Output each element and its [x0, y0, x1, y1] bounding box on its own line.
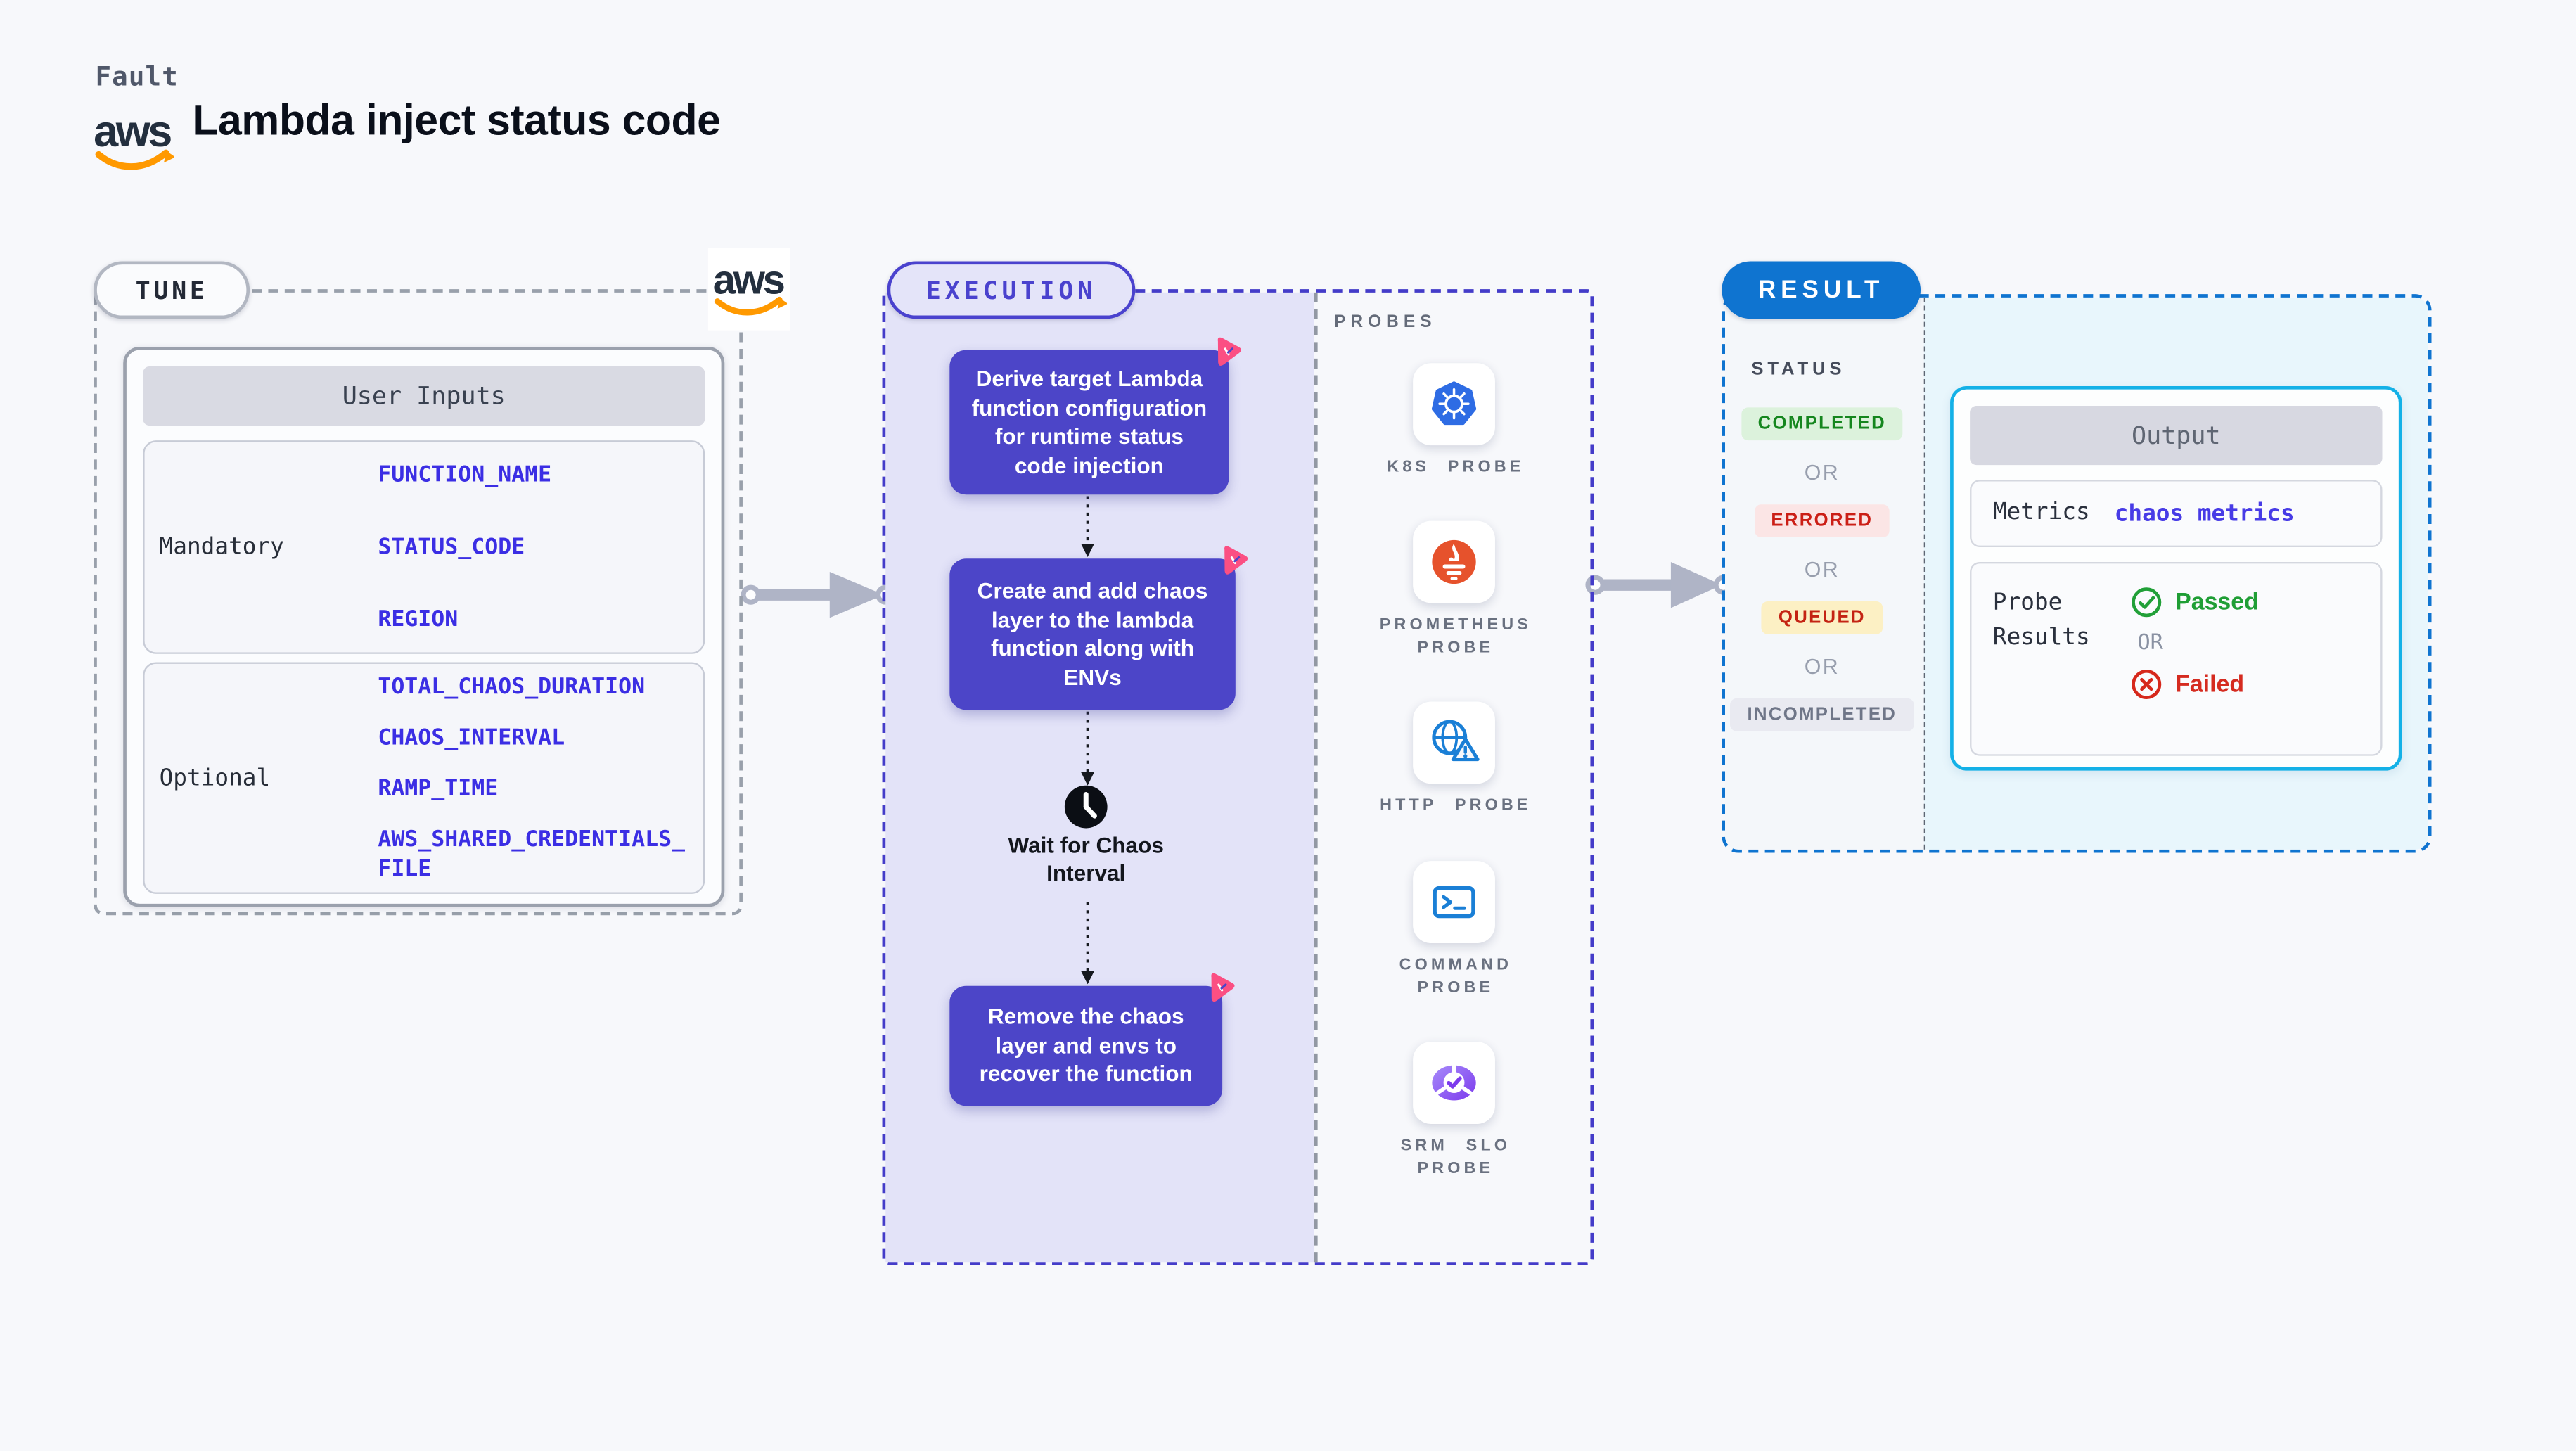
passed-label: Passed [2175, 589, 2259, 615]
tune-section-outline [94, 289, 743, 916]
param: STATUS_CODE [378, 534, 525, 561]
litmus-chaos-icon [1217, 337, 1241, 366]
arrow-right-icon [741, 571, 896, 618]
arrow-right-icon [1585, 561, 1734, 608]
or-separator: OR [2137, 631, 2163, 656]
output-panel: Output Metrics chaos metrics Probe Resul… [1950, 386, 2402, 771]
probe-label: K8S PROBE [1387, 458, 1525, 477]
probe-label: PROMETHEUS PROBE [1379, 616, 1532, 658]
probe-results-values: Passed OR Failed [2115, 587, 2259, 754]
param: FUNCTION_NAME [378, 461, 552, 488]
probes-column-label: PROBES [1333, 312, 1437, 332]
probes-divider [1314, 292, 1318, 1263]
metrics-row: Metrics chaos metrics [1970, 480, 2383, 547]
probe-results-row: Probe Results Passed OR Faile [1970, 561, 2383, 756]
dotted-arrow-down-icon [1081, 711, 1094, 786]
mandatory-row: Mandatory FUNCTION_NAME STATUS_CODE REGI… [143, 440, 705, 654]
metrics-value: chaos metrics [2114, 500, 2295, 527]
optional-label: Optional [159, 765, 271, 791]
probe-card [1413, 701, 1495, 784]
http-globe-warning-icon [1432, 720, 1480, 762]
slo-donut-check-icon [1432, 1064, 1476, 1101]
probe-results-label: Probe Results [1992, 589, 2090, 651]
step-derive-config: Derive target Lambda function configurat… [949, 337, 1241, 495]
prometheus-icon [1432, 539, 1476, 584]
status-badge-queued: QUEUED [1762, 601, 1883, 634]
result-divider [1923, 297, 1926, 850]
probe-label: HTTP PROBE [1380, 797, 1532, 815]
dotted-arrow-down-icon [1081, 496, 1094, 557]
mandatory-label: Mandatory [159, 534, 284, 561]
svg-text:aws: aws [94, 107, 171, 156]
check-circle-icon [2132, 587, 2162, 618]
svg-text:aws: aws [713, 257, 784, 303]
failed-line: Failed [2131, 669, 2259, 700]
step-text: Remove the chaos layer and envs to recov… [979, 1004, 1193, 1087]
user-inputs-header: User Inputs [143, 366, 705, 426]
aws-logo-badge: aws [707, 248, 790, 331]
step-text: Derive target Lambda function configurat… [971, 366, 1207, 478]
probe-label: COMMAND PROBE [1399, 956, 1513, 998]
output-header: Output [1970, 406, 2383, 466]
status-column-background [1725, 297, 1924, 850]
mandatory-params: FUNCTION_NAME STATUS_CODE REGION [378, 442, 690, 652]
probe-label: SRM SLO PROBE [1400, 1137, 1511, 1179]
result-section-pill: RESULT [1722, 261, 1921, 319]
user-inputs-card: User Inputs Mandatory FUNCTION_NAME STAT… [123, 346, 725, 907]
passed-line: Passed [2131, 587, 2259, 618]
param: REGION [378, 606, 459, 633]
status-column-label: STATUS [1751, 359, 1846, 380]
status-badge-completed: COMPLETED [1741, 407, 1903, 441]
step-add-chaos-layer: Create and add chaos layer to the lambda… [949, 546, 1248, 710]
status-badge-errored: ERRORED [1755, 504, 1890, 537]
fault-eyebrow: Fault [95, 60, 179, 92]
x-circle-icon [2132, 670, 2162, 700]
execution-section-outline [882, 289, 1594, 1265]
step-text: Create and add chaos layer to the lambda… [977, 578, 1208, 690]
litmus-chaos-icon [1211, 973, 1235, 1002]
optional-params: TOTAL_CHAOS_DURATION CHAOS_INTERVAL RAMP… [378, 664, 690, 893]
status-badge-incompleted: INCOMPLETED [1731, 698, 1914, 731]
dotted-arrow-down-icon [1081, 902, 1094, 985]
probe-card [1413, 363, 1495, 446]
terminal-icon [1433, 886, 1475, 919]
litmus-chaos-icon [1224, 546, 1248, 575]
or-separator: OR [1804, 556, 1840, 582]
param: CHAOS_INTERVAL [378, 724, 565, 751]
clock-icon [1064, 785, 1108, 829]
tune-section-pill: TUNE [94, 261, 250, 319]
optional-row: Optional TOTAL_CHAOS_DURATION CHAOS_INTE… [143, 662, 705, 894]
param: TOTAL_CHAOS_DURATION [378, 673, 646, 701]
param: RAMP_TIME [378, 775, 499, 803]
status-badges: COMPLETED OR ERRORED OR QUEUED OR INCOMP… [1722, 407, 1922, 731]
probe-card [1413, 520, 1495, 603]
probe-card [1413, 1042, 1495, 1124]
param: AWS_SHARED_CREDENTIALS_FILE [378, 826, 686, 883]
wait-for-chaos-label: Wait for Chaos Interval [1008, 833, 1164, 886]
kubernetes-icon [1431, 381, 1477, 426]
step-remove-chaos-layer: Remove the chaos layer and envs to recov… [949, 973, 1235, 1106]
or-separator: OR [1804, 460, 1840, 485]
metrics-label: Metrics [1992, 499, 2090, 526]
failed-label: Failed [2175, 671, 2245, 698]
or-separator: OR [1804, 653, 1840, 679]
probe-card [1413, 861, 1495, 943]
execution-section-pill: EXECUTION [887, 261, 1136, 319]
page-title: Lambda inject status code [192, 95, 721, 145]
aws-logo-icon: aws [94, 107, 174, 170]
aws-logo-icon: aws [713, 257, 788, 316]
